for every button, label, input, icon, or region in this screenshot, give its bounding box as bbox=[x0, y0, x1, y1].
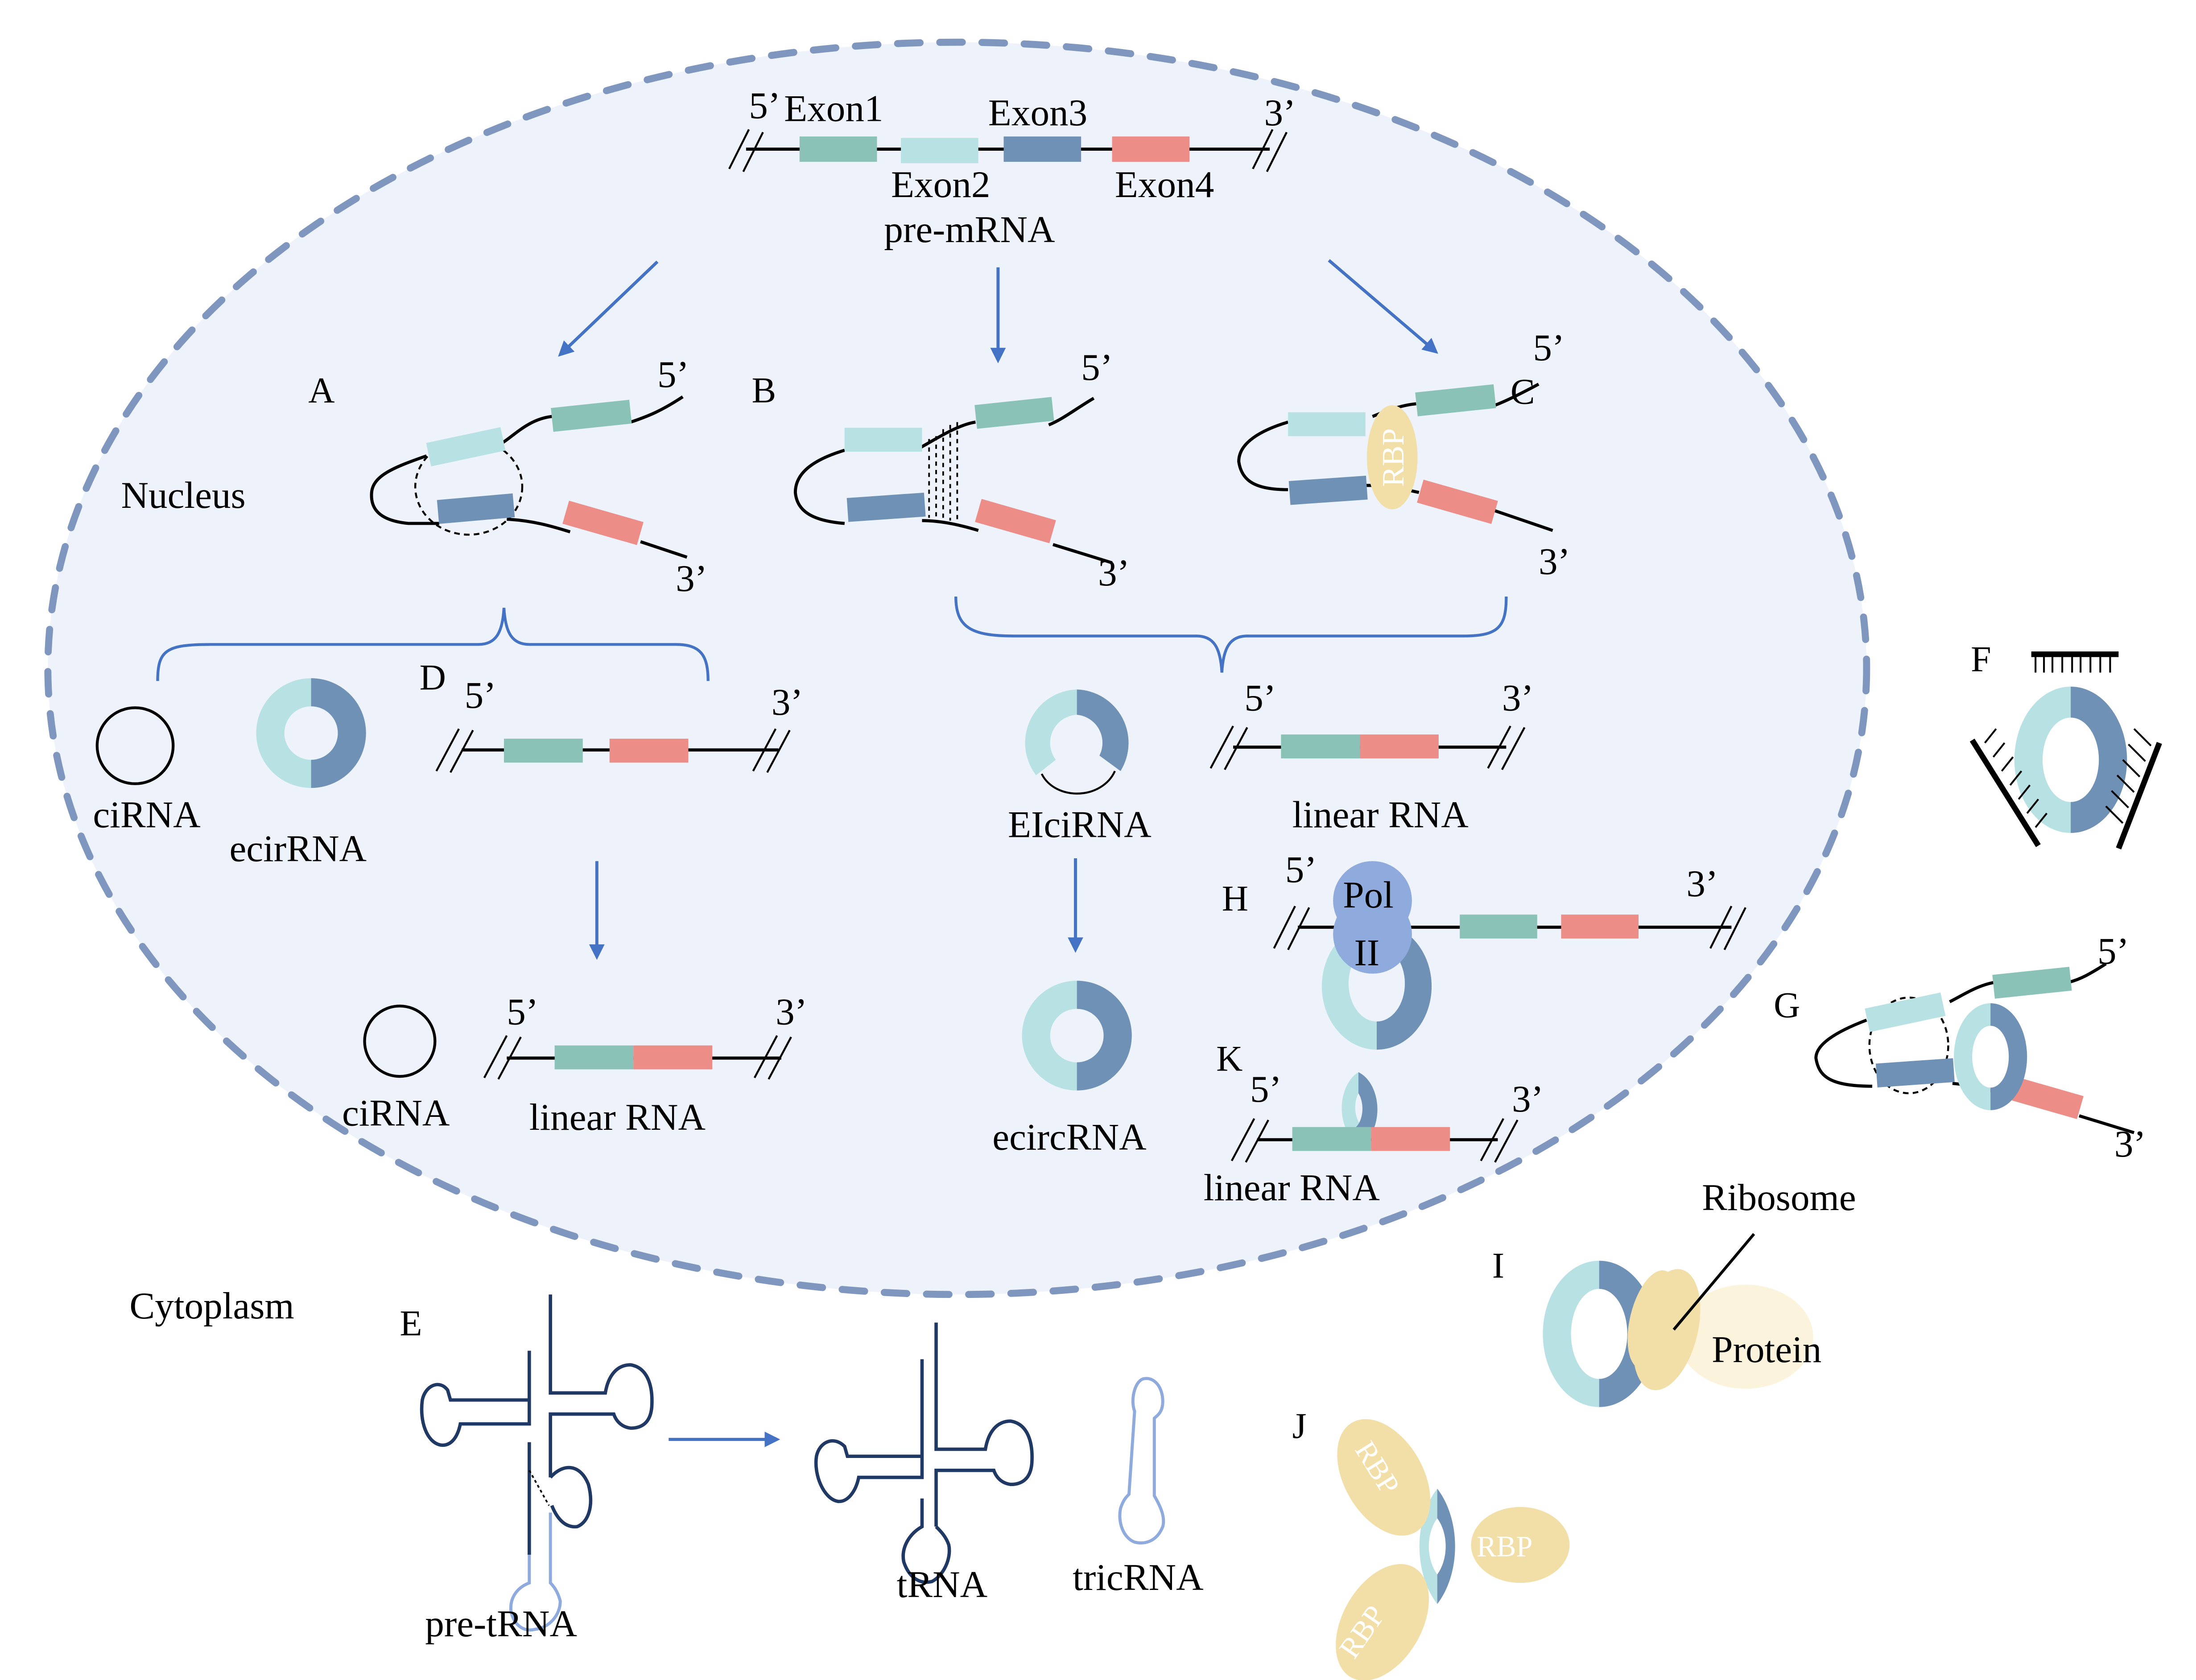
ribosome-label: Ribosome bbox=[1702, 1177, 1856, 1219]
panel-e: E pre-tRNA tRNA tricRNA bbox=[400, 1294, 1204, 1645]
tricrna-structure bbox=[1118, 1377, 1165, 1545]
exon4-label: Exon4 bbox=[1115, 164, 1214, 206]
arrow-to-a bbox=[558, 260, 659, 357]
panel-g-3prime: 3’ bbox=[2114, 1123, 2146, 1165]
panel-k-5prime: 5’ bbox=[1250, 1068, 1282, 1110]
rbp-j3 bbox=[1336, 1564, 1429, 1680]
panel-d-5prime: 5’ bbox=[465, 674, 496, 716]
panel-b: B 5’ 3’ bbox=[752, 346, 1130, 594]
panel-e-letter: E bbox=[400, 1303, 422, 1343]
linear-3prime: 3’ bbox=[1502, 677, 1534, 719]
linear-rna-3prime: 3’ bbox=[776, 991, 807, 1033]
rbp-c bbox=[1366, 405, 1418, 510]
arrow-to-c bbox=[1328, 259, 1438, 354]
ribosome-small bbox=[1627, 1270, 1678, 1370]
panel-g: G 5’ 3’ bbox=[1774, 931, 2146, 1165]
panel-i: I Ribosome Protein bbox=[1492, 1177, 1856, 1407]
panel-h-5prime: 5’ bbox=[1285, 849, 1317, 891]
rbp-j2 bbox=[1471, 1507, 1570, 1583]
ecirrna-ring bbox=[256, 678, 366, 788]
tricrna-label: tricRNA bbox=[1073, 1556, 1203, 1598]
cytoplasm-label: Cytoplasm bbox=[129, 1285, 294, 1327]
panel-k-3prime: 3’ bbox=[1512, 1078, 1544, 1120]
eicirna-region: EIciRNA ecircRNA 5’ 3’ linear RNA bbox=[992, 677, 1534, 1158]
exon2-block bbox=[901, 138, 978, 164]
pre-mrna: 5’ Exon1 Exon3 3’ Exon2 Exon4 pre-mRNA bbox=[728, 85, 1296, 251]
exon3-label: Exon3 bbox=[988, 92, 1087, 134]
panel-c-letter: C bbox=[1511, 371, 1535, 412]
exon2-label: Exon2 bbox=[891, 164, 990, 206]
exon3-block bbox=[1003, 136, 1081, 162]
panel-f-letter: F bbox=[1971, 638, 1991, 679]
panel-a: A 5’ 3’ bbox=[308, 354, 707, 600]
pre-mrna-label: pre-mRNA bbox=[884, 209, 1055, 251]
panel-c-3prime: 3’ bbox=[1539, 541, 1570, 583]
pre-trna-structure bbox=[420, 1294, 654, 1632]
trna-structure bbox=[814, 1322, 1034, 1584]
pol-label: Pol bbox=[1343, 874, 1394, 916]
pol2-bottom bbox=[1333, 895, 1412, 974]
protein-blob bbox=[1678, 1285, 1813, 1389]
panel-b-letter: B bbox=[752, 370, 776, 411]
panel-b-5prime: 5’ bbox=[1081, 346, 1113, 388]
panel-j-letter: J bbox=[1292, 1405, 1307, 1446]
rbp-j1 bbox=[1337, 1419, 1431, 1536]
cirna-circle bbox=[95, 706, 175, 785]
pol-ii-label: II bbox=[1354, 932, 1379, 974]
panel-k-letter: K bbox=[1216, 1038, 1242, 1079]
panel-g-letter: G bbox=[1774, 985, 1800, 1025]
panel-f: F bbox=[1969, 638, 2162, 850]
pre-mrna-5prime: 5’ bbox=[749, 85, 780, 127]
panel-h: H 5’ 3’ Pol II bbox=[1222, 849, 1746, 1050]
brace-left bbox=[156, 608, 710, 681]
cirna-label-2: ciRNA bbox=[342, 1092, 450, 1134]
panel-b-3prime: 3’ bbox=[1098, 552, 1130, 594]
panel-d: ciRNA ecirRNA D 5’ 3’ ciRNA 5’ 3’ linear… bbox=[93, 657, 807, 1138]
panel-a-3prime: 3’ bbox=[676, 557, 707, 599]
linear-rna-label: linear RNA bbox=[529, 1096, 706, 1138]
linear-rna-5prime: 5’ bbox=[507, 991, 538, 1033]
ecirrna-label: ecirRNA bbox=[229, 828, 367, 869]
nucleus-label: Nucleus bbox=[121, 474, 245, 516]
protein-label: Protein bbox=[1712, 1329, 1821, 1371]
pre-trna-label: pre-tRNA bbox=[425, 1603, 577, 1645]
panel-a-5prime: 5’ bbox=[657, 354, 689, 395]
panel-a-letter: A bbox=[308, 370, 334, 411]
exon1-block bbox=[799, 136, 877, 162]
cirna-label: ciRNA bbox=[93, 794, 200, 836]
linear-5prime: 5’ bbox=[1244, 677, 1276, 719]
exon4-block bbox=[1112, 136, 1190, 162]
panel-i-letter: I bbox=[1492, 1245, 1504, 1285]
pre-mrna-3prime: 3’ bbox=[1264, 92, 1296, 134]
panel-k: K 5’ 3’ linear RNA bbox=[1204, 1038, 1544, 1209]
exon1-label: Exon1 bbox=[784, 87, 883, 129]
panel-d-3prime: 3’ bbox=[772, 681, 803, 723]
brace-right bbox=[954, 597, 1508, 673]
panel-g-5prime: 5’ bbox=[2097, 931, 2129, 972]
rbp-j2-label: RBP bbox=[1477, 1530, 1532, 1563]
panel-c: RBP C 5’ 3’ bbox=[1237, 327, 1570, 583]
ecircrna-label: ecircRNA bbox=[992, 1116, 1146, 1158]
trna-label: tRNA bbox=[897, 1564, 988, 1606]
eicirna-label: EIciRNA bbox=[1008, 804, 1152, 846]
panel-d-letter: D bbox=[420, 657, 446, 697]
panel-c-5prime: 5’ bbox=[1533, 327, 1564, 369]
panel-h-letter: H bbox=[1222, 878, 1248, 918]
panel-h-3prime: 3’ bbox=[1686, 863, 1718, 905]
panel-j: J RBP RBP RBP bbox=[1292, 1405, 1570, 1680]
linear-rna-label-2: linear RNA bbox=[1292, 794, 1469, 836]
rbp-c-label: RBP bbox=[1376, 428, 1411, 487]
linear-rna-label-3: linear RNA bbox=[1204, 1167, 1380, 1209]
